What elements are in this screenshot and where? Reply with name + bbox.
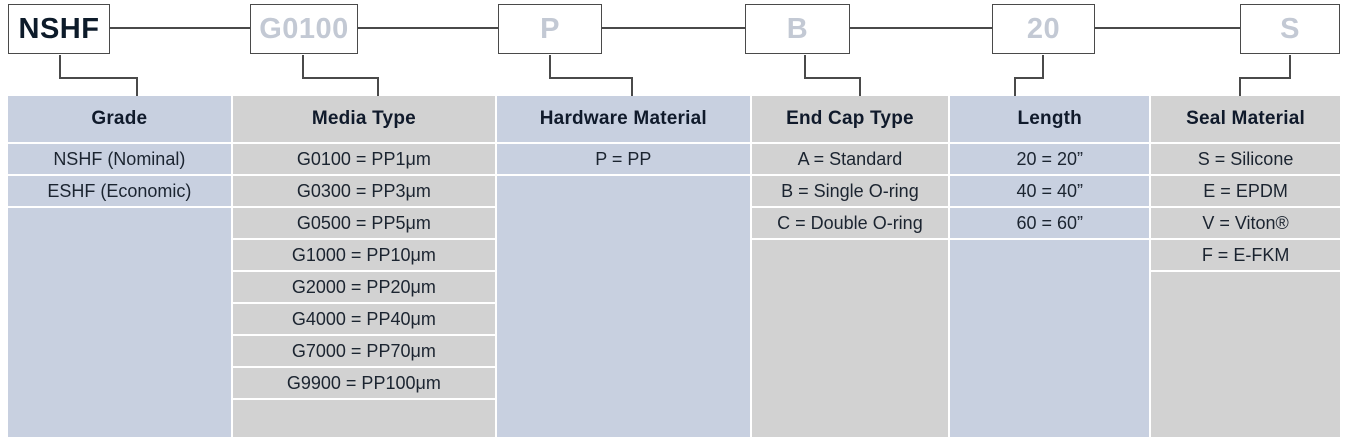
column-header: End Cap Type [751,96,949,142]
column-options: P = PP [497,144,750,437]
code-segment-seal-material[interactable]: S [1240,4,1340,54]
column-filler [232,400,496,437]
column-filler [751,240,949,437]
drop-media [302,55,379,96]
drop-length [1014,55,1044,96]
option-cell[interactable]: F = E-FKM [1151,240,1340,270]
option-cell[interactable]: G4000 = PP40μm [232,304,496,334]
code-segment-media-type[interactable]: G0100 [250,4,358,54]
option-cell[interactable]: E = EPDM [1151,176,1340,206]
drop-hardware [549,55,633,96]
drop-seal [1239,55,1291,96]
code-segment-grade[interactable]: NSHF [8,4,110,54]
option-cell[interactable]: C = Double O-ring [751,208,949,238]
option-cell[interactable]: V = Viton® [1151,208,1340,238]
code-segment-end-cap-type[interactable]: B [745,4,850,54]
option-cell[interactable]: G9900 = PP100μm [232,368,496,398]
option-cell[interactable]: S = Silicone [1151,144,1340,174]
column-options: NSHF (Nominal)ESHF (Economic) [8,144,231,437]
option-cell[interactable]: G7000 = PP70μm [232,336,496,366]
option-cell[interactable]: G2000 = PP20μm [232,272,496,302]
drop-grade [59,55,138,96]
option-cell[interactable]: A = Standard [751,144,949,174]
option-cell[interactable]: B = Single O-ring [751,176,949,206]
column-options: 20 = 20”40 = 40”60 = 60” [950,144,1150,437]
option-cell[interactable]: G0100 = PP1μm [232,144,496,174]
option-cell[interactable]: P = PP [497,144,750,174]
option-cell[interactable]: 60 = 60” [950,208,1150,238]
column-header: Length [950,96,1150,142]
column-header: Grade [8,96,231,142]
column-filler [950,240,1150,437]
column-header: Hardware Material [497,96,750,142]
option-cell[interactable]: G0300 = PP3μm [232,176,496,206]
code-segment-hardware-material[interactable]: P [498,4,602,54]
option-cell[interactable]: NSHF (Nominal) [8,144,231,174]
column-filler [497,176,750,437]
drop-endcap [804,55,861,96]
code-segment-length[interactable]: 20 [992,4,1095,54]
option-cell[interactable]: ESHF (Economic) [8,176,231,206]
column-filler [8,208,231,437]
option-cell[interactable]: G0500 = PP5μm [232,208,496,238]
option-cell[interactable]: 40 = 40” [950,176,1150,206]
column-header: Media Type [232,96,496,142]
column-header: Seal Material [1151,96,1340,142]
option-cell[interactable]: G1000 = PP10μm [232,240,496,270]
column-filler [1151,272,1340,437]
option-cell[interactable]: 20 = 20” [950,144,1150,174]
